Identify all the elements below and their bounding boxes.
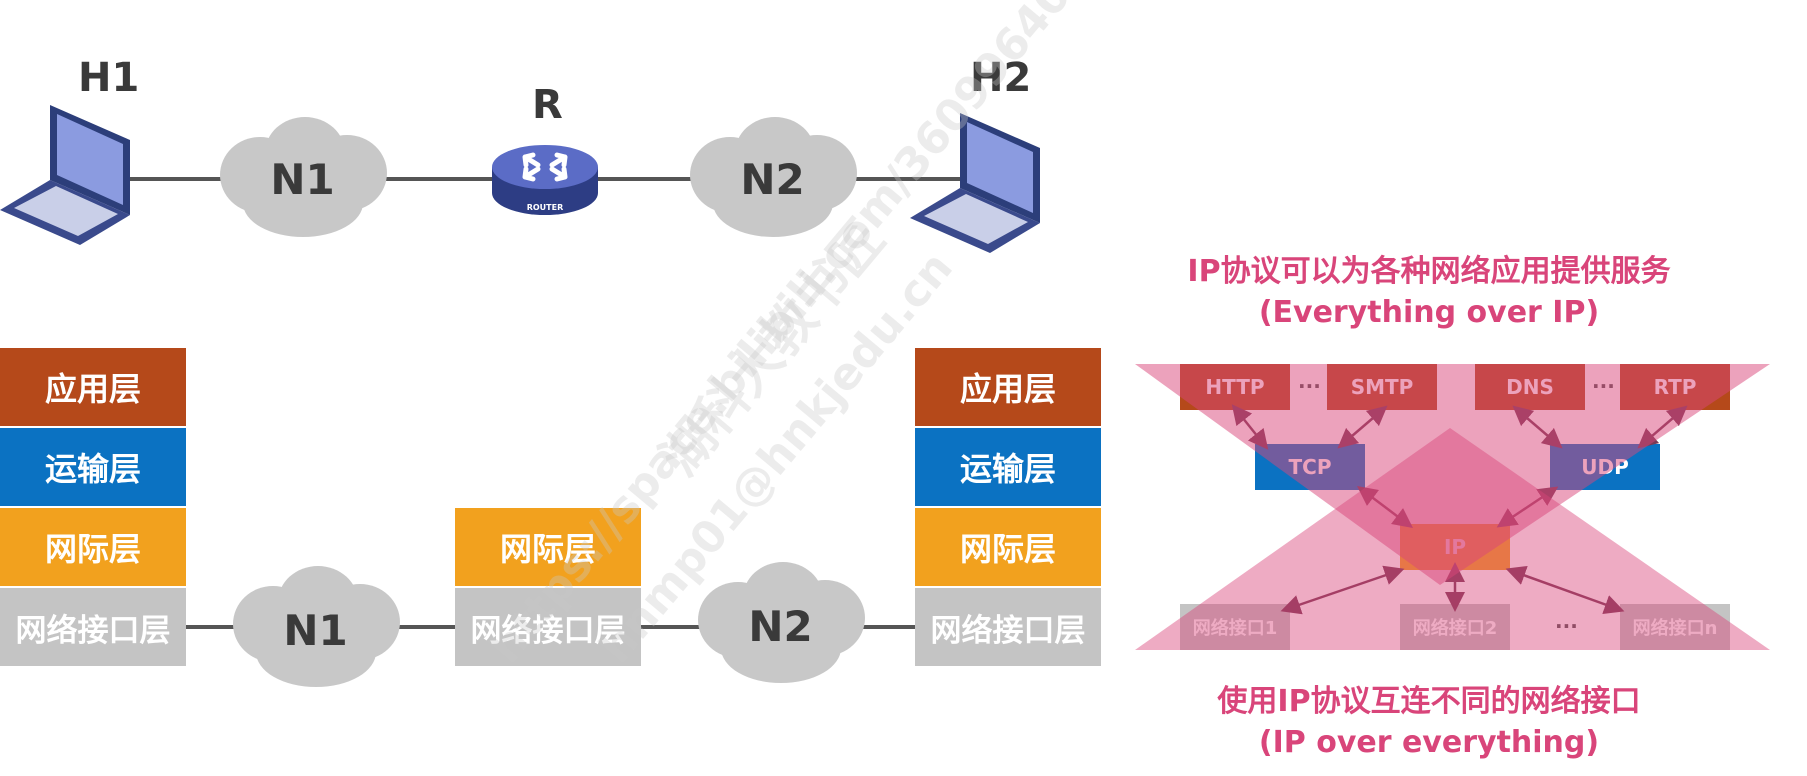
- laptop-icon: [910, 113, 1040, 253]
- interface-1: 网络接口1: [1180, 604, 1290, 650]
- router-label: R: [532, 82, 563, 128]
- cloud-label: N1: [283, 606, 348, 655]
- network-cloud-n2: N2: [685, 115, 860, 240]
- cloud-icon: [698, 562, 865, 683]
- network-cloud-n1: N1: [228, 562, 403, 690]
- link-n2-right: [850, 625, 915, 629]
- right-transport-layer: 运输层: [915, 428, 1101, 506]
- cloud-icon: [690, 117, 857, 237]
- right-internet-layer: 网际层: [915, 508, 1101, 586]
- top-triangle: [1135, 364, 1770, 585]
- link-n2-h2: [845, 177, 965, 181]
- left-application-layer: 应用层: [0, 348, 186, 426]
- router-icon: [492, 145, 598, 215]
- router-internet-layer: 网际层: [455, 508, 641, 586]
- laptop-icon: [0, 105, 130, 245]
- host1-label: H1: [78, 55, 140, 101]
- bottom-caption-line2: (IP over everything): [1258, 724, 1600, 760]
- network-cloud-n1: N1: [215, 115, 390, 240]
- right-application-layer: 应用层: [915, 348, 1101, 426]
- cloud-label: N2: [748, 602, 813, 651]
- right-interface-layer: 网络接口层: [915, 588, 1101, 666]
- host2-label: H2: [970, 55, 1032, 101]
- cloud-icon: [233, 566, 400, 687]
- link-n1-middle: [390, 625, 455, 629]
- link-middle-n2: [640, 625, 705, 629]
- router-interface-layer: 网络接口层: [455, 588, 641, 666]
- top-caption-line2: (Everything over IP): [1258, 294, 1600, 330]
- link-h1-n1: [120, 177, 240, 181]
- network-cloud-n2: N2: [693, 558, 868, 686]
- link-r-n2: [590, 177, 700, 181]
- bottom-caption: 使用IP协议互连不同的网络接口 (IP over everything): [1124, 682, 1734, 763]
- link-n1-r: [370, 177, 500, 181]
- bottom-triangle: [1135, 428, 1770, 650]
- router-sublabel: ROUTER: [526, 203, 564, 212]
- link-left-n1: [186, 625, 246, 629]
- cloud-label: N2: [740, 155, 805, 204]
- cloud-icon: [220, 117, 387, 237]
- cloud-label: N1: [270, 155, 335, 204]
- bottom-caption-line1: 使用IP协议互连不同的网络接口: [1217, 684, 1641, 719]
- left-interface-layer: 网络接口层: [0, 588, 186, 666]
- interface-n: 网络接口n: [1620, 604, 1730, 650]
- left-internet-layer: 网际层: [0, 508, 186, 586]
- ellipsis: ···: [1555, 614, 1578, 638]
- top-caption: IP协议可以为各种网络应用提供服务 (Everything over IP): [1124, 252, 1734, 333]
- top-caption-line1: IP协议可以为各种网络应用提供服务: [1187, 254, 1671, 289]
- left-transport-layer: 运输层: [0, 428, 186, 506]
